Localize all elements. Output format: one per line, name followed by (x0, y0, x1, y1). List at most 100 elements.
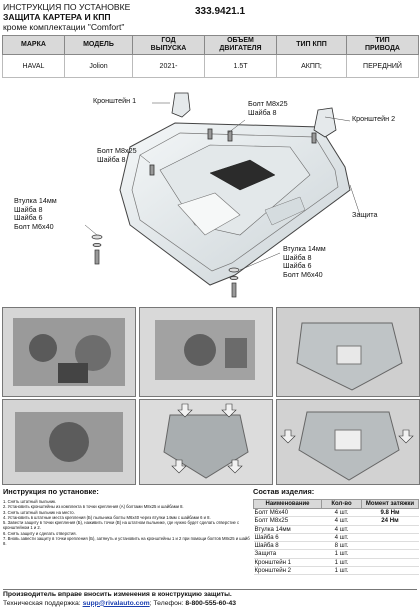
part-torque (361, 541, 419, 551)
part-name: Болт М6х40 (253, 508, 322, 518)
parts-header-cell: Момент затяжки (361, 499, 419, 509)
part-name: Шайба 6 (253, 533, 322, 543)
part-torque (361, 549, 419, 559)
part-qty: 4 шт. (321, 516, 362, 526)
part-qty: 4 шт. (321, 508, 362, 518)
right-group-item: Втулка 14мм (283, 244, 326, 253)
bolt-top-right-line1: Болт М8х25 (248, 99, 288, 108)
footer: Производитель вправе вносить изменения в… (3, 589, 417, 608)
installation-instructions: Инструкция по установке: 1. Снять штатны… (3, 487, 251, 547)
bolt-left-line2: Шайба 8 (97, 154, 126, 164)
part-name: Втулка 14мм (253, 525, 322, 534)
label-right-fastener-group: Втулка 14мм Шайба 8 Шайба 6 Болт М6х40 (283, 244, 326, 279)
spec-header-cell: ТИП КПП (276, 35, 347, 55)
spec-header-row: МАРКА МОДЕЛЬ ГОД ВЫПУСКА ОБЪЕМ ДВИГАТЕЛЯ… (2, 35, 419, 55)
header-block: ИНСТРУКЦИЯ ПО УСТАНОВКЕ ЗАЩИТА КАРТЕРА И… (3, 2, 130, 32)
footer-disclaimer: Производитель вправе вносить изменения в… (3, 591, 232, 598)
part-name: Кронштейн 2 (253, 566, 322, 576)
parts-header-cell: Наименование (253, 499, 322, 509)
footer-support: Техническая поддержка: supp@rivalauto.co… (3, 600, 417, 609)
instruction-step: 3. Снять штатный пыльник на место. (3, 509, 75, 515)
photo-mounting-points (139, 399, 273, 485)
spec-cell-engine: 1.5T (204, 54, 277, 78)
part-name: Шайба 8 (253, 541, 322, 551)
label-bolt-top-right: Болт М8х25 Шайба 8 (248, 99, 288, 117)
instructions-title: Инструкция по установке: (3, 487, 99, 496)
support-label: Техническая поддержка: (3, 599, 81, 607)
photo-guard-installed (276, 307, 420, 397)
support-email-link[interactable]: supp@rivalauto.com (82, 599, 150, 607)
right-group-item: Шайба 8 (283, 252, 312, 262)
spec-header-cell: МАРКА (2, 35, 65, 55)
parts-table: Наименование Кол-во Момент затяжки Болт … (253, 499, 419, 576)
spec-header-cell: ГОД ВЫПУСКА (132, 35, 205, 55)
phone-label: ; Телефон: (149, 599, 184, 607)
instruction-step: 6. Снять защиту и сделать отверстия. (3, 530, 77, 536)
spec-cell-year: 2021- (132, 54, 205, 78)
support-phone[interactable]: 8-800-555-60-43 (185, 599, 237, 607)
part-torque: 24 Нм (361, 516, 419, 526)
part-torque (361, 558, 419, 568)
spec-cell-gearbox: АКПП; (276, 54, 347, 78)
photo-final-guard (276, 399, 420, 485)
installation-photos (0, 305, 420, 485)
vehicle-spec-table: МАРКА МОДЕЛЬ ГОД ВЫПУСКА ОБЪЕМ ДВИГАТЕЛЯ… (2, 35, 419, 78)
part-qty: 1 шт. (321, 549, 362, 559)
part-torque (361, 525, 419, 534)
photo-chassis-front (2, 399, 136, 485)
doc-number: 333.9421.1 (195, 6, 246, 17)
spec-cell-drive: ПЕРЕДНИЙ (346, 54, 419, 78)
header-title-line2: ЗАЩИТА КАРТЕРА И КПП (3, 12, 111, 22)
spec-header-cell: ТИП ПРИВОДА (346, 35, 419, 55)
spec-data-row: HAVAL Jolion 2021- 1.5T АКПП; ПЕРЕДНИЙ (2, 54, 419, 78)
part-name: Кронштейн 1 (253, 558, 322, 568)
left-group-item: Шайба 6 (14, 213, 43, 222)
photo-engine-bay (2, 307, 136, 397)
parts-header-row: Наименование Кол-во Момент затяжки (253, 499, 419, 509)
part-qty: 1 шт. (321, 566, 362, 576)
part-name: Защита (253, 549, 322, 559)
left-group-item: Шайба 8 (14, 204, 43, 214)
label-left-fastener-group: Втулка 14мм Шайба 8 Шайба 6 Болт М6х40 (14, 196, 57, 231)
spec-cell-brand: HAVAL (2, 54, 65, 78)
label-bracket-2: Кронштейн 2 (352, 114, 396, 123)
part-qty: 4 шт. (321, 533, 362, 543)
header-title-line1: ИНСТРУКЦИЯ ПО УСТАНОВКЕ (3, 2, 131, 12)
instruction-step: 5. Завести защиту в точки крепления (Б),… (3, 520, 240, 531)
instruction-step: 4. Установить в штатные места крепления … (3, 514, 211, 520)
part-torque (361, 566, 419, 576)
photo-underbody (139, 307, 273, 397)
part-qty: 4 шт. (321, 525, 362, 534)
instruction-step: 2. Установить кронштейны из комплекта в … (3, 504, 184, 510)
right-group-item: Шайба 6 (283, 261, 312, 270)
spec-header-cell: ОБЪЕМ ДВИГАТЕЛЯ (204, 35, 277, 55)
left-group-item: Болт М6х40 (14, 221, 54, 231)
parts-list: Состав изделия: Наименование Кол-во Моме… (253, 487, 419, 576)
parts-header-cell: Кол-во (321, 499, 362, 509)
right-group-item: Болт М6х40 (283, 269, 323, 279)
part-qty: 1 шт. (321, 558, 362, 568)
part-torque (361, 533, 419, 543)
left-group-item: Втулка 14мм (14, 196, 57, 205)
label-guard: Защита (352, 210, 378, 219)
spec-header-cell: МОДЕЛЬ (64, 35, 133, 55)
guard-illustration (84, 92, 361, 298)
part-name: Болт М8х25 (253, 516, 322, 526)
part-qty: 8 шт. (321, 541, 362, 551)
parts-title: Состав изделия: (253, 487, 315, 496)
label-bolt-left: Болт М8х25 Шайба 8 (97, 146, 137, 164)
bolt-left-line1: Болт М8х25 (97, 146, 137, 155)
part-torque: 9.8 Нм (361, 508, 419, 518)
instruction-step: 1. Снять штатный пыльник. (3, 499, 57, 504)
header-title-line3: кроме комплектации "Comfort" (3, 22, 125, 32)
exploded-diagram: Кронштейн 1 Кронштейн 2 Болт М8х25 Шайба… (0, 75, 420, 305)
